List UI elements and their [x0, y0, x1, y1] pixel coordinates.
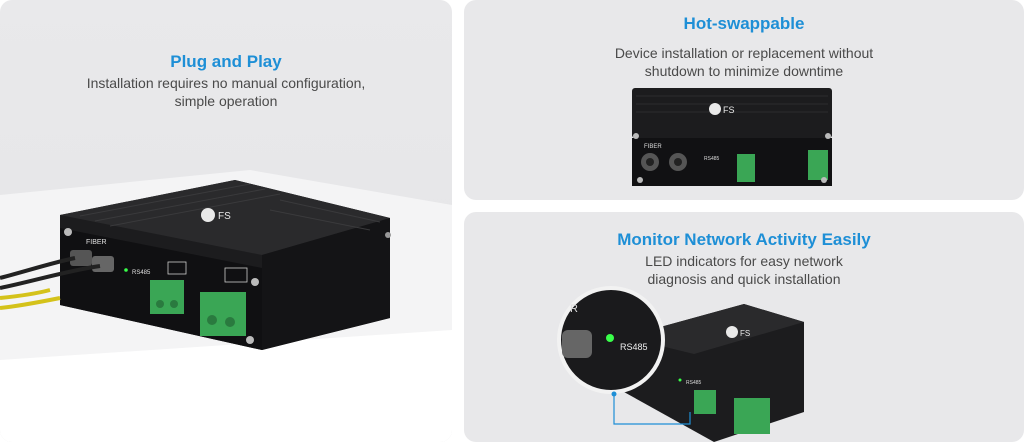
panel-description: Device installation or replacement witho…	[614, 45, 874, 79]
panel-monitor-network: Monitor Network Activity Easily LED indi…	[464, 212, 1024, 442]
terminal-block-icon	[150, 280, 184, 314]
fs-logo-icon	[726, 326, 738, 338]
fs-logo-icon	[201, 208, 215, 222]
panel-description: LED indicators for easy network diagnosi…	[645, 253, 843, 287]
terminal-block-icon	[694, 390, 716, 414]
device-brand: FS	[218, 211, 231, 222]
fiber-label: FIBER	[644, 144, 662, 150]
power-terminal-icon	[200, 292, 246, 336]
led-indicator-icon	[124, 268, 128, 272]
panel-title: Plug and Play	[170, 52, 282, 71]
fiber-connector-icon	[562, 330, 592, 358]
panel-title: Monitor Network Activity Easily	[617, 230, 871, 249]
terminal-block-icon	[737, 154, 755, 182]
panel-title: Hot-swappable	[683, 14, 805, 33]
panel-description: Installation requires no manual configur…	[86, 75, 366, 109]
fiber-label: FIBER	[86, 239, 107, 246]
device-image-plug-and-play: FS FIBER RS485	[0, 170, 452, 442]
fs-logo-icon	[709, 103, 721, 115]
rs485-label: RS485	[132, 270, 151, 276]
panel-plug-and-play: Plug and Play Installation requires no m…	[0, 0, 452, 442]
device-brand: FS	[723, 105, 735, 115]
power-terminal-icon	[808, 150, 828, 180]
panel-hot-swappable: Hot-swappable Device installation or rep…	[464, 0, 1024, 200]
power-terminal-icon	[734, 398, 770, 434]
rs485-label: RS485	[704, 156, 720, 162]
fiber-connector-icon	[70, 250, 92, 266]
device-image-hot-swappable: FS FIBER RS485	[632, 88, 832, 186]
rs485-label: RS485	[686, 380, 702, 386]
device-brand: FS	[740, 329, 750, 338]
svg-text:R: R	[570, 303, 578, 315]
device-image-monitor-network: FS RS485 R RS485	[557, 286, 804, 442]
zoom-rs485-label: RS485	[620, 342, 648, 352]
led-indicator-icon	[606, 334, 614, 342]
callout-line	[613, 394, 691, 425]
